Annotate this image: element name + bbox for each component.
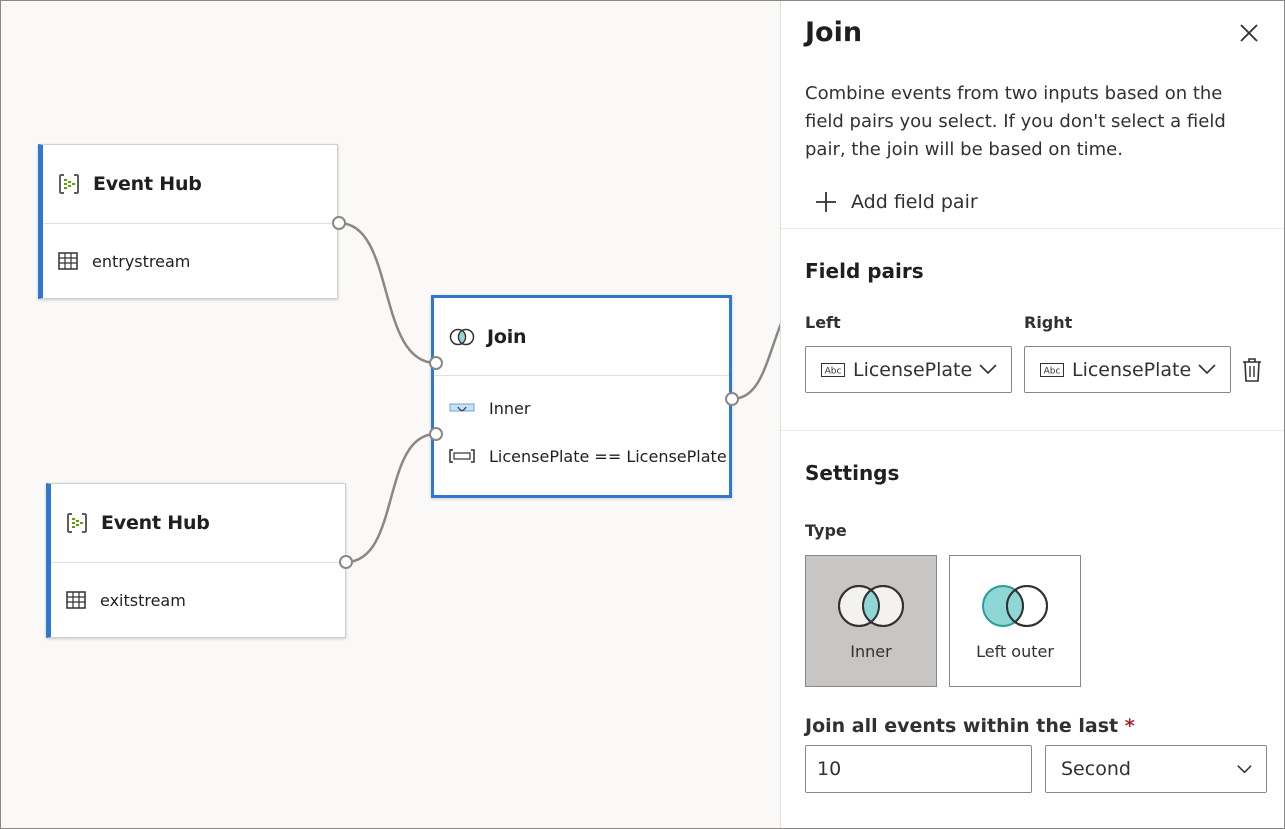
window-label-text: Join all events within the last (805, 715, 1119, 737)
diagram-canvas[interactable]: Event Hub entrystream Event Hub (1, 1, 780, 828)
node-input-row: entrystream (43, 224, 337, 298)
right-field-dropdown[interactable]: Abc LicensePlate (1024, 346, 1231, 393)
type-card-label: Left outer (976, 642, 1054, 661)
plus-icon (816, 192, 836, 212)
add-field-pair-button[interactable]: Add field pair (815, 191, 978, 213)
node-header: Event Hub (43, 145, 337, 224)
wire-eventhub2-join (345, 432, 437, 564)
left-field-dropdown[interactable]: Abc LicensePlate (805, 346, 1012, 393)
string-type-icon: Abc (821, 362, 845, 377)
panel-title: Join (805, 17, 863, 48)
inner-join-venn-icon (838, 585, 904, 627)
node-title: Join (487, 325, 527, 348)
left-field-value: LicensePlate (853, 358, 973, 381)
right-label: Right (1024, 313, 1073, 332)
settings-heading: Settings (805, 461, 900, 485)
join-type-text: Inner (489, 398, 531, 418)
join-type-left-outer[interactable]: Left outer (949, 555, 1081, 687)
wire-join-output (731, 322, 780, 401)
field-pair-text: LicensePlate == LicensePlate (489, 446, 727, 466)
left-label: Left (805, 313, 841, 332)
type-label: Type (805, 521, 847, 540)
join-icon (449, 328, 475, 345)
table-icon (66, 591, 86, 609)
output-port[interactable] (332, 216, 346, 230)
node-title: Event Hub (101, 512, 210, 534)
join-type-row: Inner (434, 384, 729, 432)
event-hub-icon (67, 513, 87, 533)
left-outer-join-venn-icon (982, 585, 1048, 627)
join-node[interactable]: Join Inner LicensePlate == LicensePlate (431, 295, 732, 498)
delete-icon[interactable] (1241, 357, 1263, 383)
stream-name: entrystream (92, 251, 191, 271)
field-pair-icon (449, 449, 475, 463)
output-port[interactable] (725, 392, 739, 406)
node-title: Event Hub (93, 173, 202, 195)
type-card-label: Inner (850, 642, 892, 661)
chevron-down-icon (1198, 364, 1216, 375)
wire-eventhub1-join (338, 221, 437, 365)
add-field-pair-label: Add field pair (851, 191, 978, 213)
node-header: Event Hub (51, 484, 345, 563)
event-hub-node-2[interactable]: Event Hub exitstream (46, 483, 346, 638)
join-type-inner[interactable]: Inner (805, 555, 937, 687)
connection-wires (338, 221, 780, 564)
field-pair-row: LicensePlate == LicensePlate (434, 432, 729, 480)
window-duration-input[interactable]: 10 (805, 745, 1032, 793)
svg-text:Abc: Abc (1044, 366, 1061, 376)
close-icon[interactable] (1237, 21, 1261, 45)
string-type-icon: Abc (1040, 362, 1064, 377)
divider (781, 430, 1284, 431)
input-port-right[interactable] (429, 427, 443, 441)
event-hub-node-1[interactable]: Event Hub entrystream (38, 144, 338, 299)
inner-join-icon (449, 403, 475, 412)
right-field-value: LicensePlate (1072, 358, 1192, 381)
stream-name: exitstream (100, 590, 186, 610)
input-port-left[interactable] (429, 356, 443, 370)
join-properties-panel: Join Combine events from two inputs base… (780, 1, 1284, 828)
window-unit-value: Second (1061, 758, 1131, 780)
table-icon (58, 252, 78, 270)
divider (781, 228, 1284, 229)
panel-description: Combine events from two inputs based on … (805, 83, 1226, 160)
chevron-down-icon (979, 364, 997, 375)
chevron-down-icon (1237, 765, 1252, 774)
required-mark: * (1124, 715, 1135, 737)
node-input-row: exitstream (51, 563, 345, 637)
field-pairs-heading: Field pairs (805, 259, 924, 283)
window-label: Join all events within the last * (805, 715, 1135, 737)
event-hub-icon (59, 174, 79, 194)
window-unit-dropdown[interactable]: Second (1045, 745, 1267, 793)
svg-text:Abc: Abc (825, 366, 842, 376)
node-header: Join (434, 298, 729, 376)
output-port[interactable] (339, 555, 353, 569)
